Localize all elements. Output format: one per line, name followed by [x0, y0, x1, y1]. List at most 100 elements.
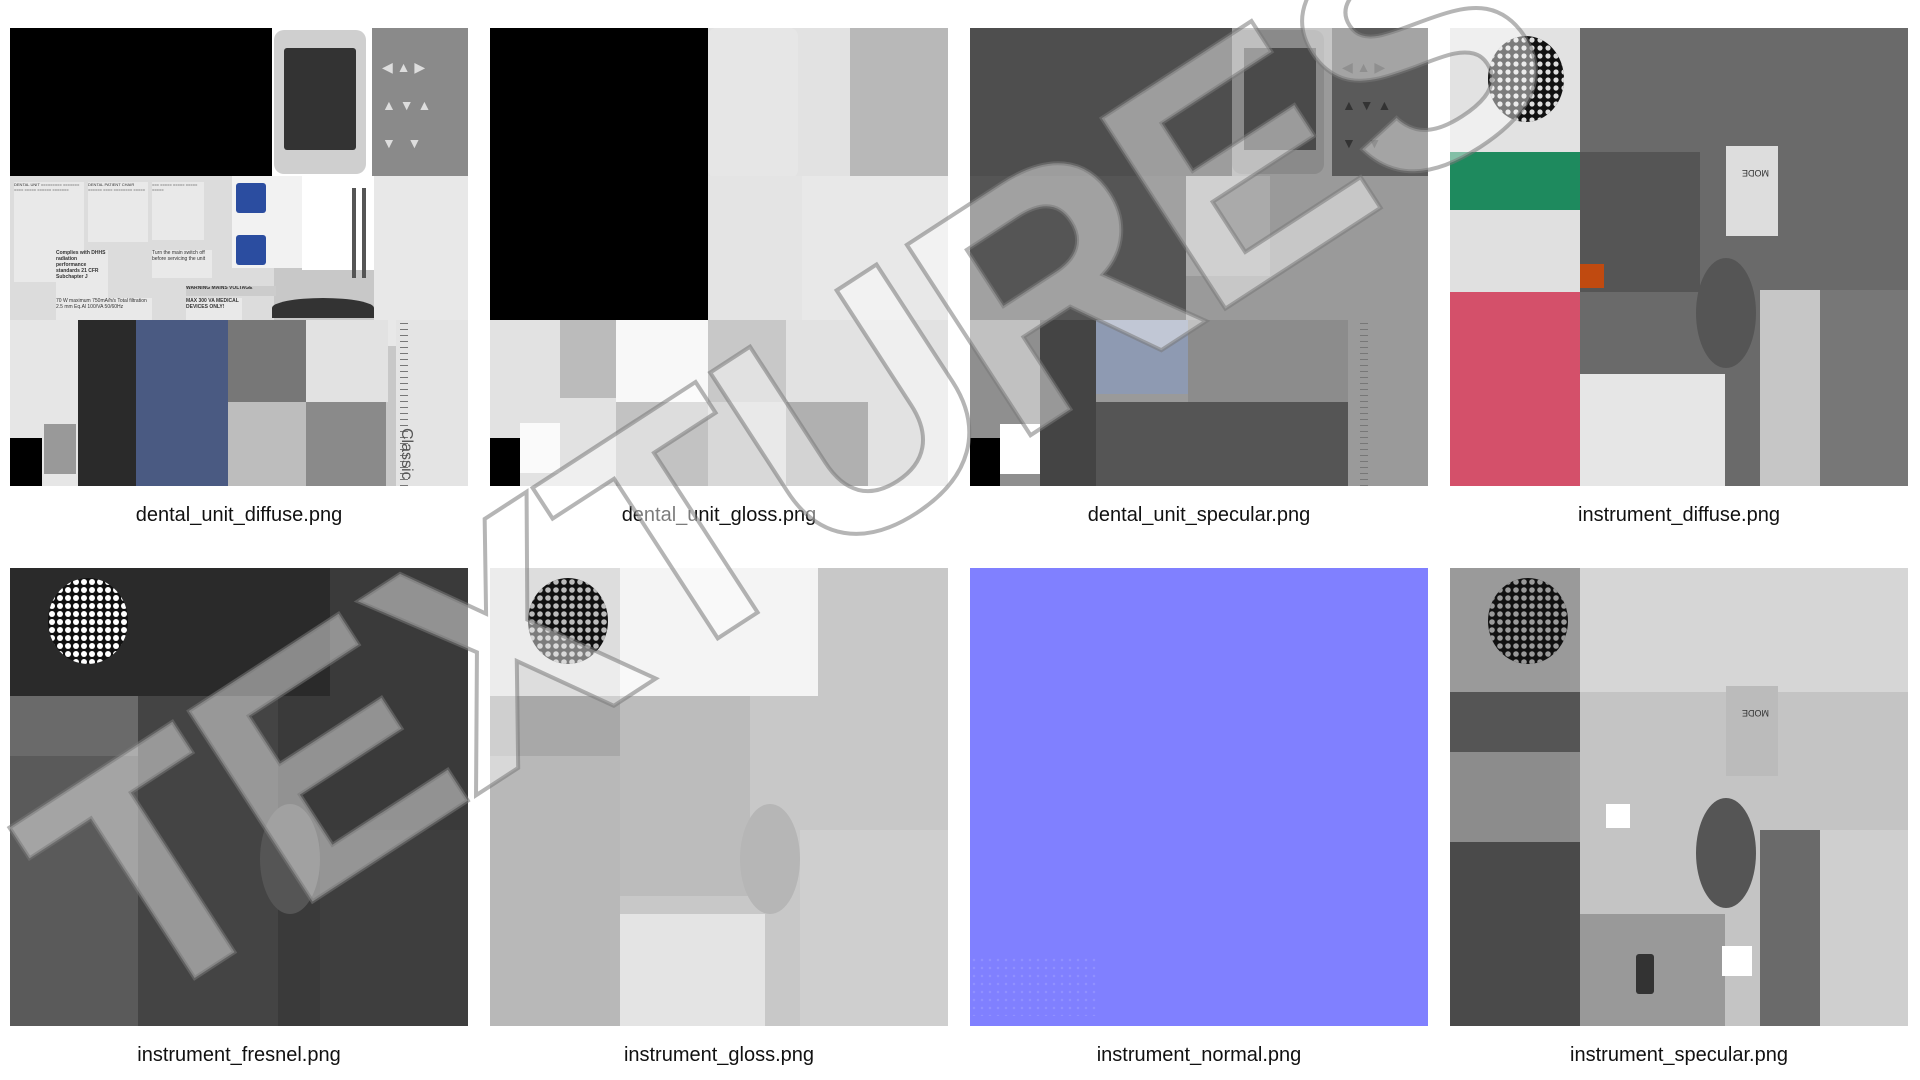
ruler — [400, 320, 408, 486]
turn-main-label: Turn the main switch off before servicin… — [152, 250, 212, 278]
gray-patch-3 — [616, 402, 708, 486]
gray-patch — [44, 424, 76, 474]
far-right-panel — [1820, 830, 1908, 1026]
black-region — [490, 28, 708, 320]
blue-buttons-top — [236, 183, 266, 213]
gray-panel — [850, 28, 948, 176]
light-band — [490, 756, 620, 1026]
dark-left — [970, 176, 1186, 320]
dark-region — [970, 28, 1232, 176]
warning-label: WARNING MAINS VOLTAGE — [186, 286, 276, 296]
caption-instrument-gloss: instrument_gloss.png — [623, 1044, 815, 1066]
slot-bar-2 — [362, 188, 366, 278]
blue-buttons-bottom — [236, 235, 266, 265]
texture-instrument-diffuse[interactable]: MODE — [1450, 28, 1908, 486]
right-panel — [1760, 290, 1820, 486]
texture-instrument-gloss[interactable] — [490, 568, 948, 1026]
screen — [1244, 48, 1316, 150]
caption-dental-unit-gloss: dental_unit_gloss.png — [621, 504, 817, 526]
classic-panel — [396, 320, 468, 486]
oval-shape — [260, 804, 320, 914]
caption-instrument-normal: instrument_normal.png — [1096, 1044, 1302, 1066]
mode-panel — [1726, 686, 1778, 776]
mode-text: MODE — [1742, 708, 1769, 718]
dark-chip — [1636, 954, 1654, 994]
medical-label: MAX 300 VA MEDICAL DEVICES ONLY! — [186, 298, 242, 324]
black-corner — [970, 438, 1000, 486]
green-band — [1450, 152, 1580, 210]
caption-instrument-diffuse: instrument_diffuse.png — [1578, 504, 1780, 526]
bright-step — [802, 176, 948, 320]
button-grid — [1186, 176, 1270, 276]
orange-chip — [1580, 264, 1604, 288]
speaker-grille — [528, 578, 608, 664]
gray-patch — [560, 320, 616, 398]
light-patch — [708, 402, 786, 486]
gray-band — [490, 696, 620, 756]
black-corner — [490, 438, 520, 486]
ruler — [1360, 320, 1368, 486]
white-panel — [708, 28, 798, 178]
dark-lower — [1450, 842, 1580, 1026]
label-block-3: === ===== ===== ===== ===== — [152, 182, 204, 240]
mode-panel — [1726, 146, 1778, 236]
right-panel — [1760, 830, 1820, 1026]
white-square — [1722, 946, 1752, 976]
mid-panel — [138, 696, 278, 1026]
light-top — [1580, 568, 1908, 692]
white-lower — [620, 914, 765, 1026]
mid-patch — [786, 402, 868, 486]
speaker-grille — [1488, 578, 1568, 664]
mid-panel — [620, 696, 750, 896]
white-patch — [616, 320, 708, 402]
dark-strip — [78, 320, 136, 486]
mode-text: MODE — [1742, 168, 1769, 178]
arrow-glyphs: ◀ ▲ ▶▲ ▼ ▲▼ ▼ — [382, 59, 432, 151]
oval-shape — [1696, 798, 1756, 908]
caption-instrument-fresnel: instrument_fresnel.png — [137, 1044, 341, 1066]
light-band — [1450, 210, 1580, 292]
screen — [284, 48, 356, 150]
dark-patch — [1096, 402, 1348, 486]
speaker-grille — [1488, 36, 1564, 122]
gray-band — [1450, 752, 1580, 842]
texture-instrument-normal[interactable] — [970, 568, 1428, 1026]
white-lower — [1580, 374, 1725, 486]
dot-pattern — [970, 956, 1100, 1016]
texture-instrument-specular[interactable]: MODE — [1450, 568, 1908, 1026]
caption-instrument-specular: instrument_specular.png — [1570, 1044, 1788, 1066]
blue-patch — [1096, 320, 1188, 394]
white-top — [620, 568, 818, 696]
right-panel — [800, 830, 948, 1026]
caption-dental-unit-diffuse: dental_unit_diffuse.png — [135, 504, 343, 526]
dark-band — [10, 756, 138, 1026]
blue-patch — [136, 320, 228, 486]
black-corner — [10, 438, 42, 486]
oval-shape — [1696, 258, 1756, 368]
arrow-panel — [372, 28, 468, 176]
curved-strip — [272, 298, 374, 318]
black-region — [10, 28, 272, 176]
pink-panel — [1450, 292, 1580, 486]
texture-dental-unit-specular[interactable]: ◀ ▲ ▶▲ ▼ ▲▼ ▼ — [970, 28, 1428, 486]
dark-band — [1450, 692, 1580, 752]
white-chip — [1606, 804, 1630, 828]
label-block-2: DENTAL PATIENT CHAIR ====== ==== =======… — [88, 182, 148, 242]
texture-dental-unit-diffuse[interactable]: ◀ ▲ ▶▲ ▼ ▲▼ ▼ DENTAL UNIT ========= ====… — [10, 28, 468, 486]
texture-instrument-fresnel[interactable] — [10, 568, 468, 1026]
speaker-grille — [48, 578, 128, 664]
mid-patch — [306, 402, 386, 486]
texture-dental-unit-gloss[interactable] — [490, 28, 948, 486]
light-step — [708, 176, 802, 320]
gray-patch-2 — [228, 320, 306, 402]
complies-label: Complies with DHHS radiation performance… — [56, 250, 108, 298]
oval-shape — [740, 804, 800, 914]
gray-band — [10, 696, 138, 756]
far-right-panel — [1820, 290, 1908, 486]
caption-dental-unit-specular: dental_unit_specular.png — [1087, 504, 1311, 526]
light-panel — [374, 176, 468, 346]
gray-patch-2 — [708, 320, 786, 402]
bright-patch — [520, 423, 560, 473]
gray-patch — [1188, 320, 1348, 402]
white-patch — [1000, 424, 1040, 474]
